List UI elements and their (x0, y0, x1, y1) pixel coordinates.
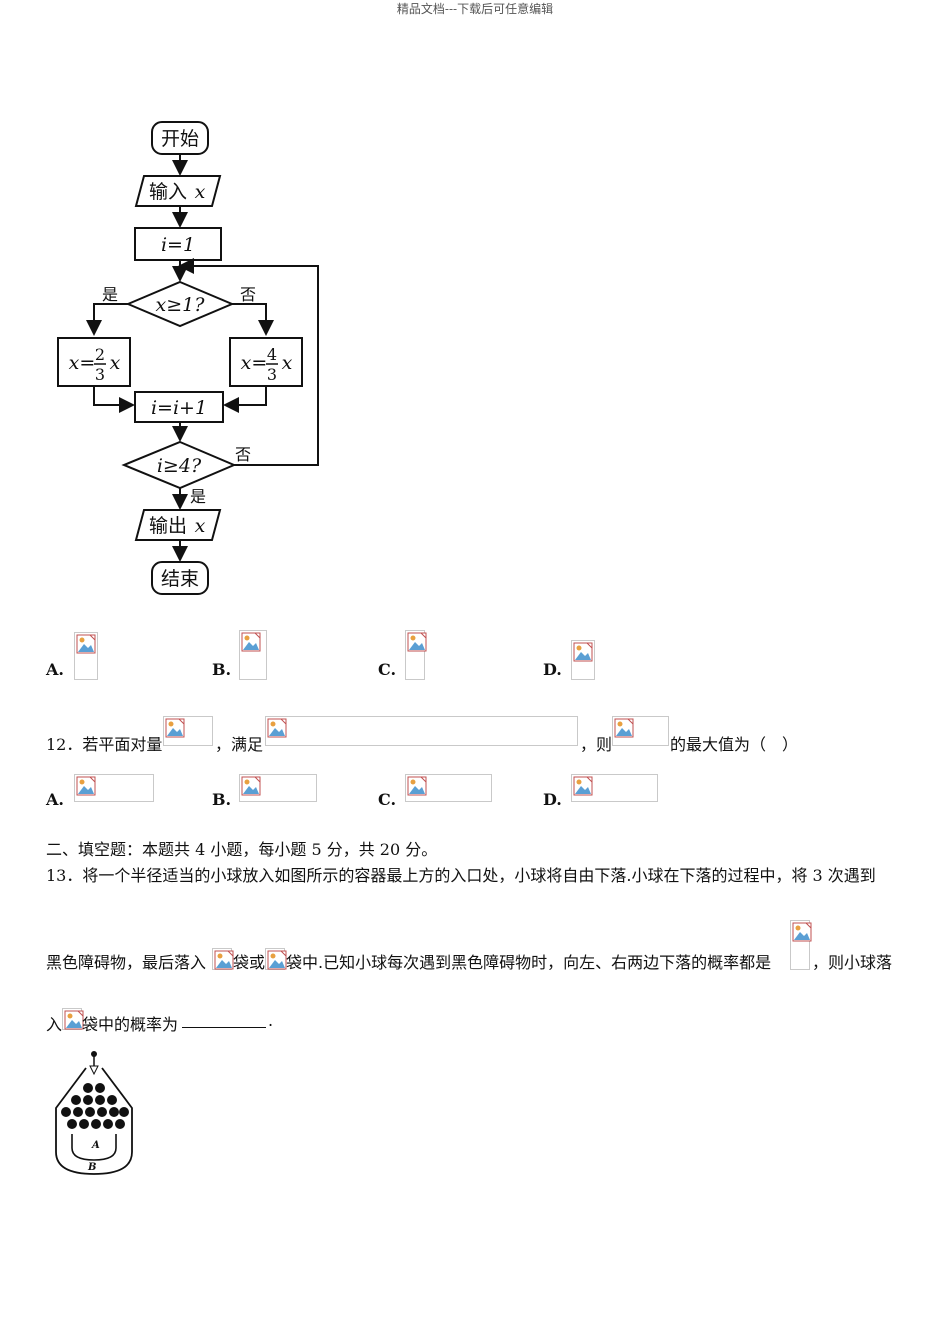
yes-label-2: 是 (190, 487, 206, 506)
ball-container-figure: A B (48, 1050, 148, 1180)
page-header: 精品文档---下载后可任意编辑 (396, 2, 554, 16)
q11-option-b-image (239, 630, 267, 680)
broken-image-icon (165, 718, 185, 738)
q12-vectors-image (163, 716, 213, 746)
cond2-label: i≥4? (157, 455, 202, 477)
q13-probability-image (790, 920, 812, 970)
q12-condition-image (265, 716, 578, 746)
input-node (134, 175, 222, 207)
q11-option-a: A. (46, 660, 64, 679)
q12-option-b-image (239, 774, 317, 802)
q11-option-c-image (405, 630, 427, 680)
broken-image-icon (573, 776, 593, 796)
assign-left-lhs: x= (69, 352, 96, 374)
input-var: x (195, 181, 206, 203)
bag-b-label: B (87, 1162, 96, 1173)
yes-label-1: 是 (102, 285, 118, 304)
end-node (151, 561, 209, 595)
broken-image-icon (792, 922, 812, 942)
broken-image-icon (76, 634, 96, 654)
broken-image-icon (573, 642, 593, 662)
section-heading: 二、填空题：本题共 4 小题，每小题 5 分，共 20 分。 (46, 840, 438, 859)
q12-option-c: C. (378, 790, 397, 809)
q11-option-d-image (571, 640, 595, 680)
assign-right-den: 3 (267, 365, 277, 384)
q12-mid2: ，则 (580, 735, 613, 754)
broken-image-icon (64, 1010, 84, 1030)
q13-line2c: 袋中.已知小球每次遇到黑色障碍物时，向左、右两边下落的概率都是 (286, 953, 772, 972)
q12-option-d: D. (543, 790, 562, 809)
flowchart: 开始 输入 x i=1 x≥1? 是 否 x= 2 3 x x= 4 3 x i… (40, 110, 340, 610)
container-svg: A B (55, 1051, 133, 1175)
cond1-label: x≥1? (156, 294, 206, 316)
q13-line2a: 黑色障碍物，最后落入 (46, 953, 207, 972)
q12-prefix: 12．若平面对量 (46, 735, 163, 754)
q12-option-a-image (74, 774, 154, 802)
assign-right-var: x (282, 352, 293, 374)
assign-right-num: 4 (267, 345, 277, 364)
q11-option-c: C. (378, 660, 397, 679)
assign-left-den: 3 (95, 365, 105, 384)
output-var: x (195, 515, 206, 537)
answer-blank (182, 1013, 266, 1032)
q12-mid1: ，满足 (215, 735, 264, 754)
no-label-2: 否 (235, 445, 251, 464)
q12-option-c-image (405, 774, 492, 802)
q13-bag-a-image (212, 948, 234, 970)
output-node (134, 509, 222, 541)
flowchart-svg: 开始 输入 x i=1 x≥1? 是 否 x= 2 3 x x= 4 3 x i… (57, 121, 319, 595)
broken-image-icon (241, 776, 261, 796)
broken-image-icon (614, 718, 634, 738)
broken-image-icon (407, 632, 427, 652)
no-label-1: 否 (240, 285, 256, 304)
q12-option-d-image (571, 774, 658, 802)
q13-line1: 13．将一个半径适当的小球放入如图所示的容器最上方的入口处，小球将自由下落.小球… (46, 866, 876, 885)
init-label: i=1 (161, 234, 195, 256)
output-label: 输出 (149, 515, 187, 537)
q11-option-d: D. (543, 660, 562, 679)
q13-line2b: 袋或 (233, 953, 266, 972)
q13-line3b: 袋中的概率为 (82, 1015, 179, 1034)
increment-label: i=i+1 (151, 397, 207, 419)
q13-line3a: 入 (46, 1015, 63, 1034)
end-label: 结束 (161, 568, 199, 590)
q12-expression-image (612, 716, 669, 746)
q12-option-a: A. (46, 790, 64, 809)
assign-left-num: 2 (95, 345, 105, 364)
broken-image-icon (214, 950, 234, 970)
q13-line2d: ，则小球落 (812, 953, 893, 972)
q11-option-a-image (74, 632, 98, 680)
q13-bag-b-image (265, 948, 287, 970)
broken-image-icon (267, 718, 287, 738)
assign-left-var: x (110, 352, 121, 374)
broken-image-icon (407, 776, 427, 796)
q13-line3c: . (268, 1011, 274, 1030)
cond1-node (125, 280, 235, 328)
assign-right-lhs: x= (241, 352, 268, 374)
q13-bag-a-image-2 (62, 1008, 84, 1030)
bag-a-label: A (91, 1140, 100, 1151)
q12-option-b: B. (212, 790, 232, 809)
broken-image-icon (241, 632, 261, 652)
q12-tail: 的最大值为（ ） (670, 735, 799, 754)
start-label: 开始 (161, 128, 199, 150)
broken-image-icon (76, 776, 96, 796)
q11-option-b: B. (212, 660, 232, 679)
input-label: 输入 (149, 181, 187, 203)
broken-image-icon (267, 950, 287, 970)
